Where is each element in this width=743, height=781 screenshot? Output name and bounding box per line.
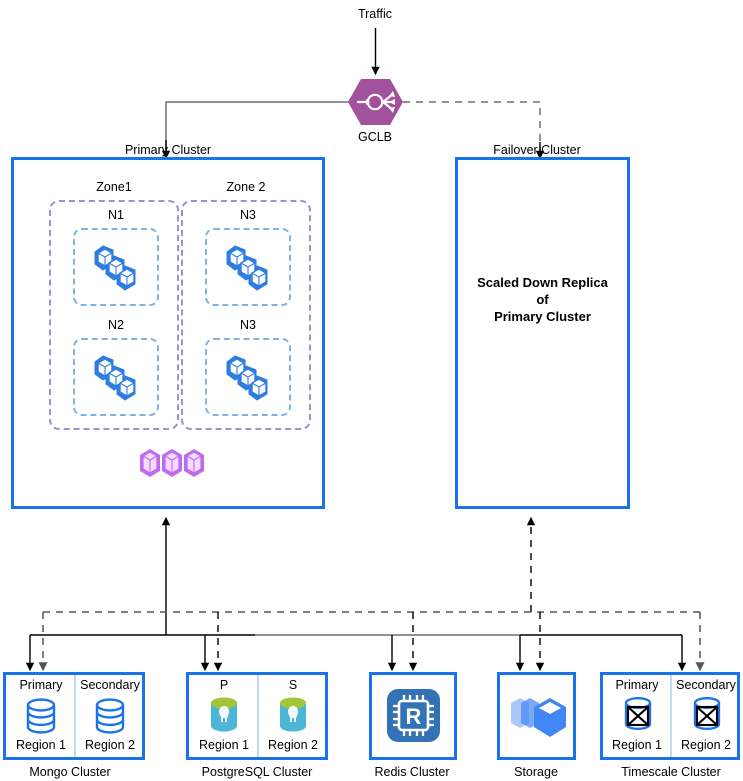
timescale-region-divider [670,675,672,757]
mongo-region-divider [74,675,76,757]
gclb-node[interactable] [347,78,404,126]
redis-cluster-box[interactable]: R [369,672,457,760]
storage-icon [511,698,566,737]
traffic-label: Traffic [357,7,393,21]
postgres-secondary-title: S [288,678,298,692]
node-label-n2: N2 [108,318,124,332]
redis-cluster-caption: Redis Cluster [374,765,450,779]
postgres-region-divider [257,675,259,757]
failover-cluster-box[interactable]: Scaled Down Replica of Primary Cluster [455,157,630,509]
mongo-db-icon [95,698,125,734]
node-box-n3-b [205,338,291,416]
k8s-nodes-icon [94,355,136,401]
timescale-db-icon [624,697,652,730]
timescale-db-icon [693,697,721,730]
postgres-db-icon [211,697,237,732]
storage-caption: Storage [514,765,558,779]
node-box-n1 [73,228,159,306]
timescale-primary-title: Primary [615,678,659,692]
failover-body-line-3: Primary Cluster [494,309,591,324]
zone-box-2: N3 [181,200,311,430]
redis-icon-letter: R [406,704,422,729]
timescale-cluster-box[interactable]: Primary Secondary Region 1 [600,672,740,760]
mongo-secondary-title: Secondary [80,678,140,692]
zone-box-1: N1 [49,200,179,430]
storage-box[interactable] [497,672,576,760]
mongo-cluster-box[interactable]: Primary Secondary Region 1 Region 2 [3,672,145,760]
gclb-label: GCLB [357,130,393,144]
postgres-primary-region: Region 1 [198,738,250,752]
mongo-db-icon [26,698,56,734]
postgres-cluster-caption: PostgreSQL Cluster [201,765,313,779]
timescale-primary-region: Region 1 [611,738,663,752]
node-label-n1: N1 [108,208,124,222]
redis-icon: R [387,689,440,742]
node-box-n3-a [205,228,291,306]
mongo-primary-region: Region 1 [15,738,67,752]
node-label-n3-b: N3 [240,318,256,332]
primary-cluster-label: Primary Cluster [124,143,212,157]
mongo-primary-title: Primary [19,678,63,692]
postgres-secondary-region: Region 2 [267,738,319,752]
postgres-cluster-box[interactable]: P S Region 1 Region 2 [186,672,328,760]
k8s-nodes-icon [226,355,268,401]
k8s-nodes-icon [226,245,268,291]
timescale-secondary-title: Secondary [676,678,736,692]
zone-label-2: Zone 2 [226,180,266,194]
node-box-n2 [73,338,159,416]
load-balancer-icon [348,79,403,125]
postgres-db-icon [280,697,306,732]
timescale-cluster-caption: Timescale Cluster [621,765,721,779]
k8s-nodes-icon [94,245,136,291]
bus-solid [25,634,687,672]
zone-label-1: Zone1 [96,180,132,194]
failover-cluster-label: Failover Cluster [493,143,581,157]
workloads-icon [140,449,204,477]
failover-body-line-2: of [536,292,549,307]
node-label-n3-a: N3 [240,208,256,222]
failover-body-line-1: Scaled Down Replica [477,275,608,290]
timescale-secondary-region: Region 2 [680,738,732,752]
mongo-secondary-region: Region 2 [84,738,136,752]
primary-cluster-box[interactable]: Zone1 N1 [11,157,325,509]
bus-dashed [38,611,705,672]
postgres-primary-title: P [219,678,229,692]
mongo-cluster-caption: Mongo Cluster [29,765,111,779]
